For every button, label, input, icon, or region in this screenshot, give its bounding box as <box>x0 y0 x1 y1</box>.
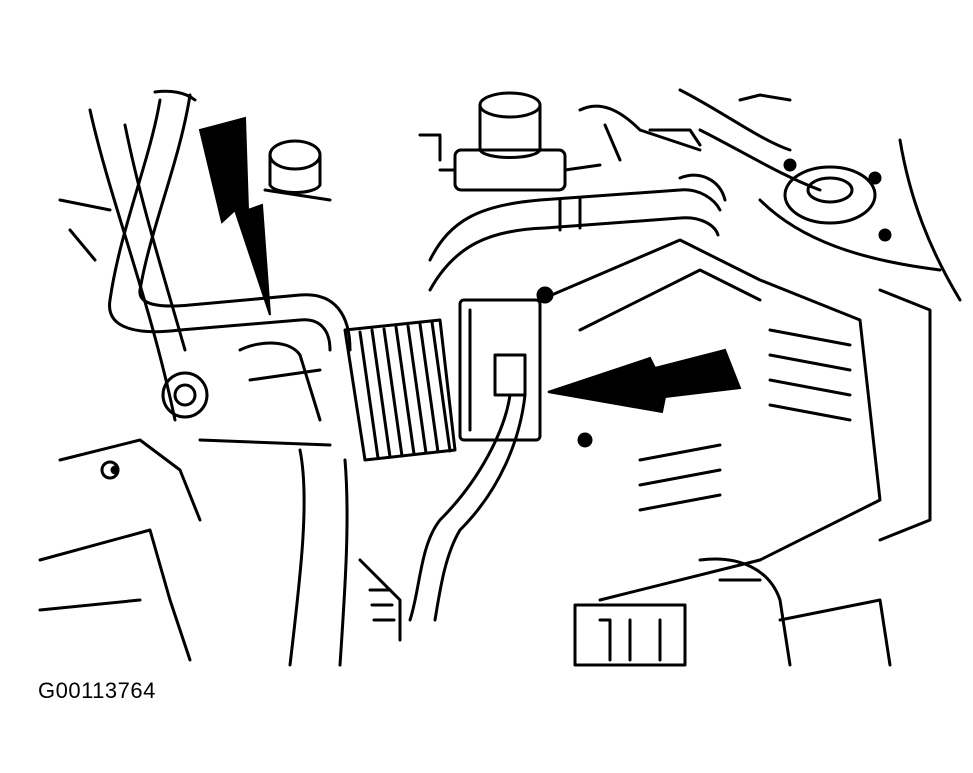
air-cleaner-housing <box>538 238 932 602</box>
heater-hose <box>428 173 727 292</box>
intake-boot <box>343 318 457 462</box>
upper-right-pipes <box>578 88 822 192</box>
left-fender-panel <box>58 108 187 422</box>
mounting-bolts <box>110 286 593 475</box>
callout-arrows <box>198 116 742 414</box>
air-flow-meter <box>408 298 542 622</box>
figure-id-label: G00113764 <box>38 678 156 703</box>
connector-block <box>573 557 892 667</box>
lower-radiator-hose <box>288 448 402 667</box>
engine-compartment-illustration <box>38 88 962 667</box>
lower-left-components <box>38 341 332 662</box>
brake-fluid-reservoir <box>418 91 602 192</box>
left-pointer-arrow <box>547 348 742 414</box>
down-left-pointer-arrow <box>198 116 271 316</box>
reservoir-cap <box>263 139 332 202</box>
shock-tower <box>758 138 962 302</box>
